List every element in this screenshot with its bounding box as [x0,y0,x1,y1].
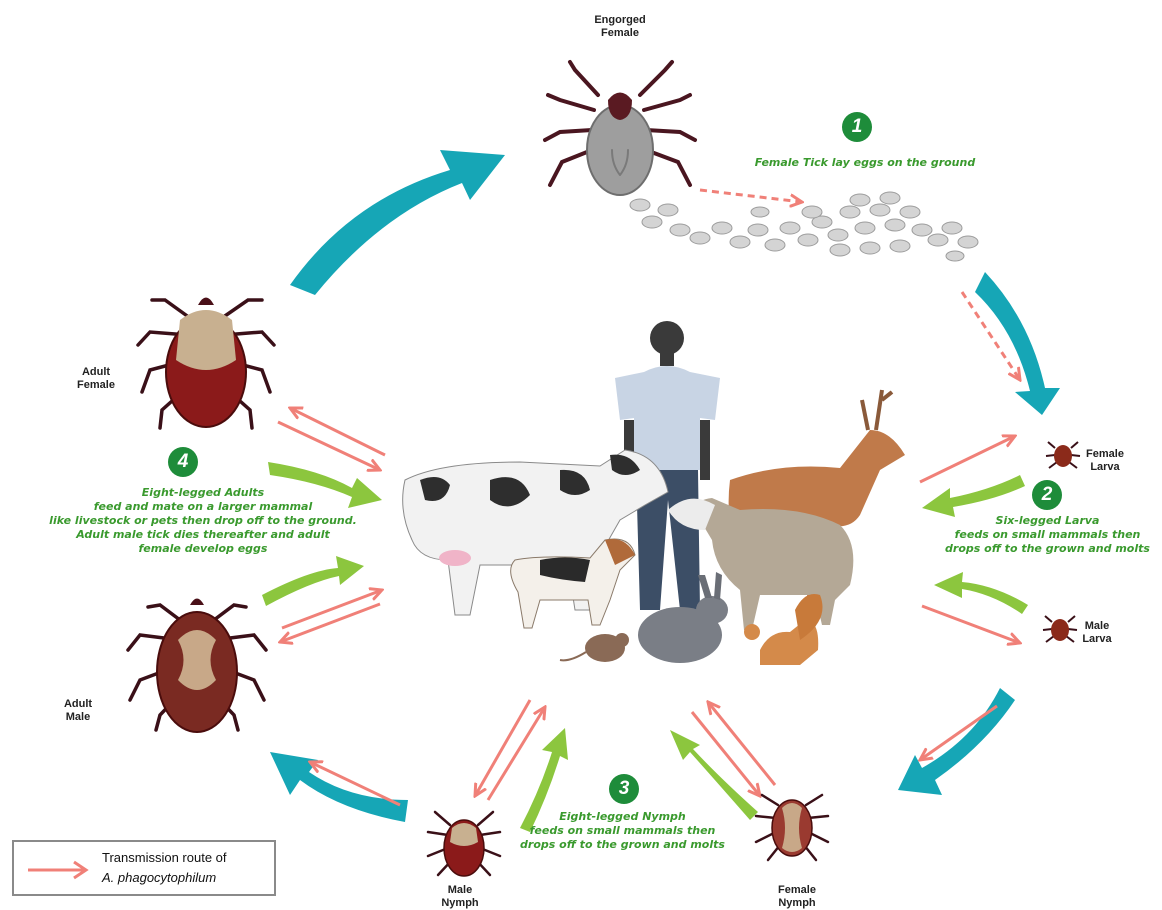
female-nymph-tick [756,795,828,860]
label-female-nymph: Female Nymph [765,884,829,910]
legend-line-1: Transmission route of [102,850,227,865]
label-line: Female [1078,448,1132,461]
label-adult-male: Adult Male [48,698,108,724]
tick-eggs [630,192,978,261]
label-adult-female: Adult Female [66,366,126,392]
label-line: Female [66,379,126,392]
step-line: like livestock or pets then drop off to … [38,514,368,528]
label-engorged-female: Engorged Female [570,14,670,40]
step-line: drops off to the grown and molts [935,542,1160,556]
transmission-arrow [475,700,530,796]
lifecycle-arrow-eggs-to-larva [975,272,1060,415]
label-line: Larva [1070,633,1124,646]
step-line: Adult male tick dies thereafter and adul… [38,528,368,542]
step-2-badge: 2 [1032,480,1062,510]
lifecycle-arrow-nymph-to-adult [270,752,408,822]
step-3-text: Eight-legged Nymph feeds on small mammal… [510,810,735,852]
lifecycle-arrow-larva-to-nymph [898,688,1015,795]
step-line: Six-legged Larva [935,514,1160,528]
label-line: Male [48,711,108,724]
step-line: female develop eggs [38,542,368,556]
label-male-nymph: Male Nymph [430,884,490,910]
dashed-transmission-arrow [700,190,802,202]
label-line: Female [570,27,670,40]
step-3-badge: 3 [609,774,639,804]
host-arrow-larva-2 [934,572,1028,614]
step-line: Female Tick lay eggs on the ground [745,156,985,170]
label-line: Adult [48,698,108,711]
legend-arrow-icon [24,858,94,882]
label-line: Female [765,884,829,897]
label-line: Engorged [570,14,670,27]
label-male-larva: Male Larva [1070,620,1124,646]
label-line: Nymph [430,897,490,910]
host-animals [403,321,905,665]
lifecycle-arrow-adult-to-engorged [290,150,505,295]
male-nymph-tick [428,812,500,876]
label-line: Male [430,884,490,897]
label-line: Larva [1078,461,1132,474]
adult-female-tick [138,298,274,429]
legend: Transmission route of A. phagocytophilum [12,840,276,896]
step-line: Eight-legged Adults [38,486,368,500]
step-4-text: Eight-legged Adults feed and mate on a l… [38,486,368,556]
step-4-badge: 4 [168,447,198,477]
adult-male-tick [128,599,266,733]
transmission-arrow [922,606,1020,643]
step-2-text: Six-legged Larva feeds on small mammals … [935,514,1160,556]
step-1-text: Female Tick lay eggs on the ground [745,156,985,170]
step-line: feeds on small mammals then [510,824,735,838]
step-1-badge: 1 [842,112,872,142]
rat-host [560,633,629,662]
legend-line-2: A. phagocytophilum [102,870,216,885]
engorged-female-tick [545,62,695,195]
transmission-arrow [290,408,385,455]
step-line: feeds on small mammals then [935,528,1160,542]
step-line: drops off to the grown and molts [510,838,735,852]
label-line: Adult [66,366,126,379]
step-line: Eight-legged Nymph [510,810,735,824]
label-line: Nymph [765,897,829,910]
label-female-larva: Female Larva [1078,448,1132,474]
female-larva-tick [1046,442,1080,468]
step-line: feed and mate on a larger mammal [38,500,368,514]
label-line: Male [1070,620,1124,633]
host-arrow-adult-2 [262,556,364,606]
host-arrow-larva-1 [922,475,1025,517]
transmission-arrow [920,436,1015,482]
